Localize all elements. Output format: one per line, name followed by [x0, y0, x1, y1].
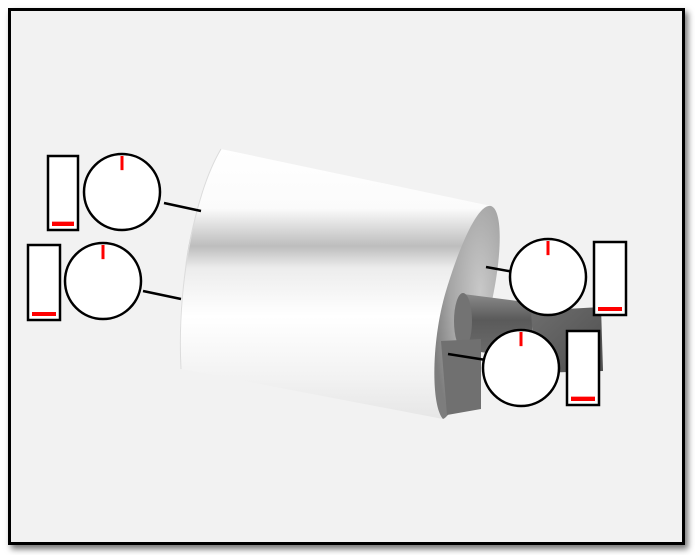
level-meter[interactable] — [26, 243, 62, 322]
level-meter[interactable] — [592, 240, 628, 317]
level-meter-fill — [571, 396, 595, 401]
level-meter-fill — [598, 307, 622, 311]
level-meter[interactable] — [565, 329, 601, 407]
gauge-lower-left[interactable] — [26, 241, 143, 322]
gauge-upper-left[interactable] — [46, 152, 162, 232]
level-meter[interactable] — [46, 154, 80, 232]
level-meter-fill — [52, 221, 74, 226]
gauge-lower-right[interactable] — [481, 328, 601, 408]
3d-viewport[interactable] — [8, 8, 685, 545]
level-meter-fill — [32, 312, 56, 316]
dial-gauge-icon[interactable] — [63, 241, 143, 321]
dial-gauge-icon[interactable] — [481, 328, 561, 408]
main-drum-body[interactable] — [179, 148, 491, 419]
hub-block[interactable] — [441, 339, 481, 415]
dial-gauge-icon[interactable] — [508, 237, 588, 317]
leader-line-lower-left — [142, 289, 182, 301]
gauge-upper-right[interactable] — [508, 237, 628, 317]
leader-line-lower-right — [447, 352, 487, 362]
leader-line-upper-left — [163, 201, 202, 213]
dial-gauge-icon[interactable] — [82, 152, 162, 232]
scene-canvas[interactable] — [11, 11, 682, 542]
